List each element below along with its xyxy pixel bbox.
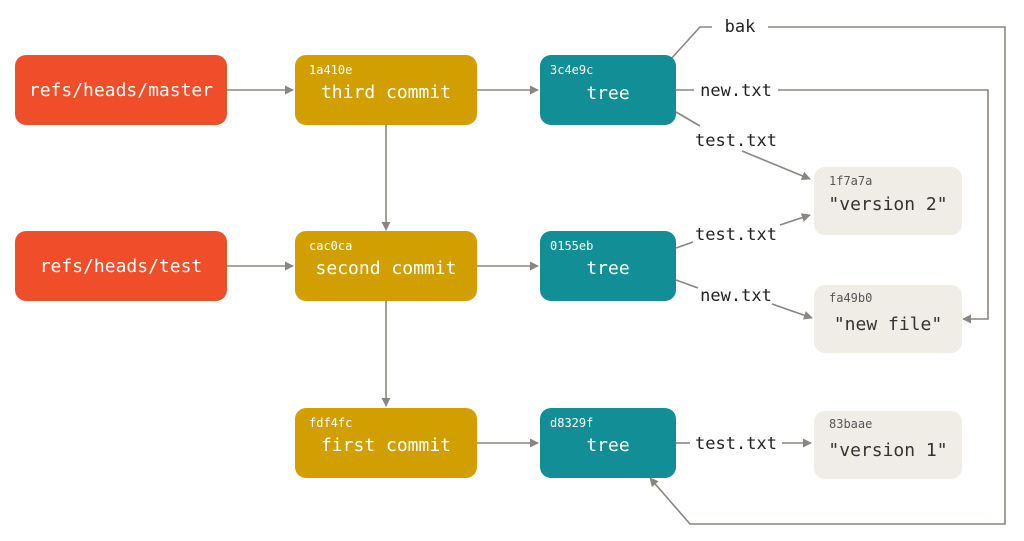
edge-mid-tree-new-a [675,279,699,289]
edge-top-tree-test-b [741,150,811,181]
edge-top-tree-new [676,89,989,319]
edge-mid-tree-test-a [675,241,694,249]
commit-second: cac0ca second commit [295,231,477,301]
commit-second-label: second commit [316,258,457,279]
blob-version-1-label: "version 1" [828,440,947,461]
tree-top: 3c4e9c tree [540,55,676,125]
blob-version-2-label: "version 2" [828,194,947,215]
commit-first-hash: fdf4fc [309,416,352,430]
edge-label-top-test: test.txt [695,131,777,151]
commit-first-box [295,408,477,478]
edge-label-mid-new: new.txt [700,286,772,306]
blob-version-1-hash: 83baae [829,417,872,431]
edge-top-tree-test-a [675,111,701,127]
blob-version-2: 1f7a7a "version 2" [814,167,962,235]
tree-bottom-hash: d8329f [550,416,593,430]
ref-test-box [15,231,227,301]
commit-third: 1a410e third commit [295,55,477,125]
tree-bottom-label: tree [586,435,629,456]
ref-test: refs/heads/test [15,231,227,301]
edge-mid-tree-test-b [779,213,811,226]
commit-second-hash: cac0ca [309,239,352,253]
tree-top-hash: 3c4e9c [550,63,593,77]
edge-mid-tree-new-b [771,303,813,320]
tree-top-box [540,55,676,125]
tree-bottom: d8329f tree [540,408,676,478]
blob-new-file-label: "new file" [834,314,942,335]
edge-bak-loop [650,26,1006,525]
edges [227,26,1006,525]
commit-third-hash: 1a410e [309,63,352,77]
ref-master: refs/heads/master [15,55,227,125]
tree-mid: 0155eb tree [540,231,676,301]
blob-version-1: 83baae "version 1" [814,411,962,479]
blob-new-file-hash: fa49b0 [829,291,872,305]
blob-version-2-box [814,167,962,235]
ref-test-label: refs/heads/test [40,256,203,277]
tree-mid-hash: 0155eb [550,239,593,253]
commit-first-label: first commit [321,435,451,456]
edge-label-bak: bak [725,17,756,37]
commit-second-box [295,231,477,301]
blob-version-1-box [814,411,962,479]
ref-master-box [15,55,227,125]
tree-mid-label: tree [586,258,629,279]
edge-labels: bak new.txt test.txt test.txt new.txt te… [695,17,777,454]
edge-label-top-new: new.txt [700,81,772,101]
commit-third-box [295,55,477,125]
commit-third-label: third commit [321,82,451,103]
edge-label-mid-test: test.txt [695,225,777,245]
ref-master-label: refs/heads/master [29,80,213,101]
tree-mid-box [540,231,676,301]
commit-first: fdf4fc first commit [295,408,477,478]
edge-label-bottom-test: test.txt [695,434,777,454]
blob-new-file: fa49b0 "new file" [814,285,962,353]
tree-top-label: tree [586,83,629,104]
tree-bottom-box [540,408,676,478]
blob-new-file-box [814,285,962,353]
blob-version-2-hash: 1f7a7a [829,174,872,188]
